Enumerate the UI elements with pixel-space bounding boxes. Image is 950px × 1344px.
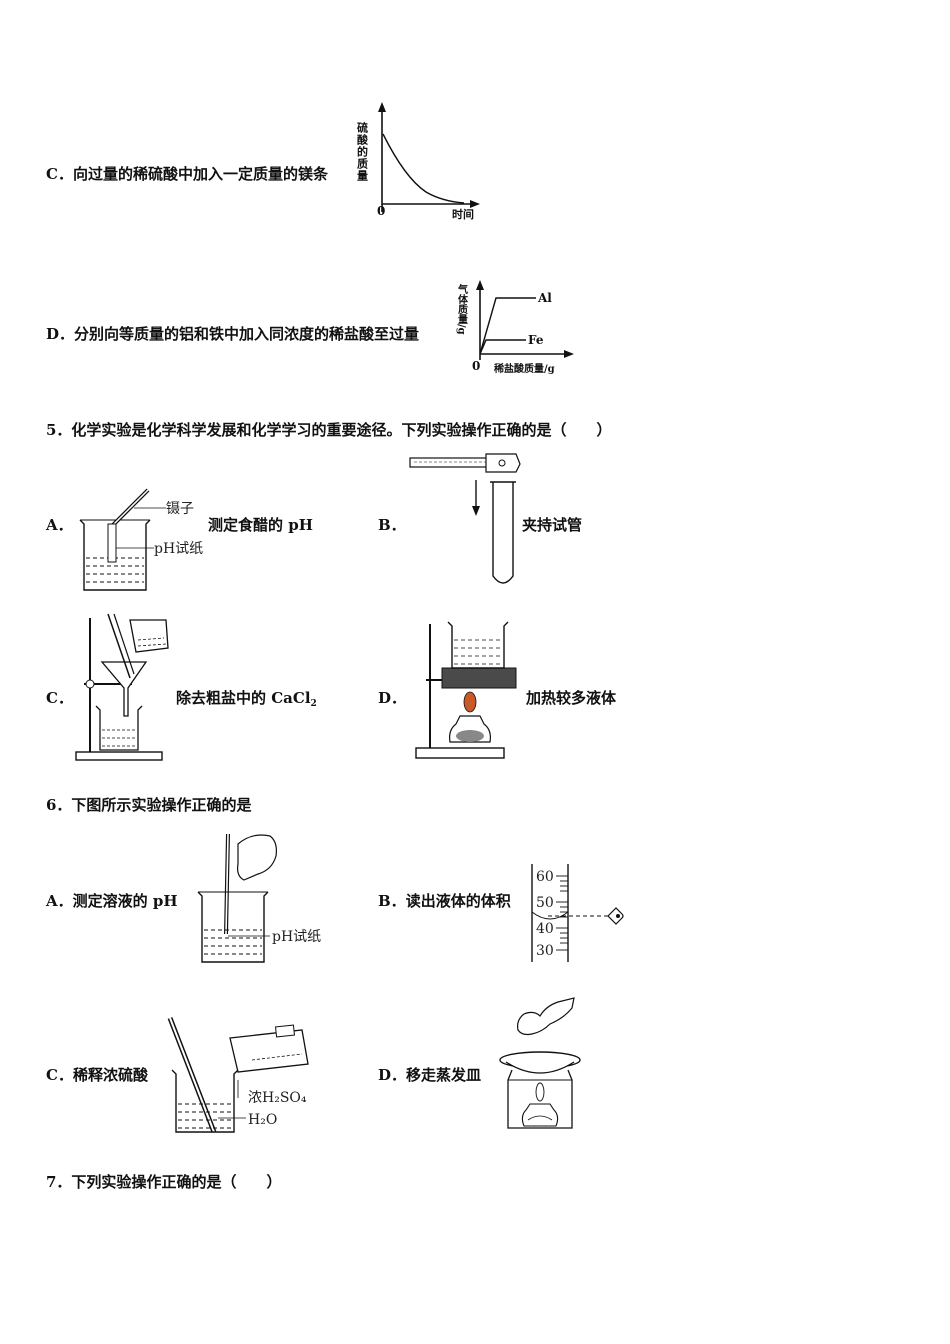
eye-icon (607, 907, 624, 925)
option-letter: C． (46, 165, 73, 183)
beaker (171, 1069, 239, 1133)
q5-stem: 5．化学实验是化学科学发展和化学学习的重要途径。下列实验操作正确的是（ ） (46, 421, 612, 439)
q5-option-d-letter: D． (378, 689, 407, 707)
line-fe (479, 339, 526, 355)
y-axis-label: 硫酸的质量 (356, 121, 369, 182)
receiving-beaker (95, 705, 143, 751)
flame (535, 1082, 545, 1102)
holder-clamp (485, 453, 521, 473)
figure-evaporating-dish (499, 997, 581, 1129)
beaker (447, 621, 509, 669)
y-axis-arrow (476, 280, 484, 290)
q6-option-b: B．读出液体的体积 (378, 892, 511, 910)
q6-stem: 6．下图所示实验操作正确的是 (46, 796, 252, 814)
glass-rod (107, 613, 131, 679)
figure-filtration (75, 613, 169, 761)
x-axis-arrow (564, 350, 574, 358)
ph-paper (107, 523, 117, 563)
pouring-beaker (129, 619, 169, 653)
q5-option-b-text: 夹持试管 (522, 516, 583, 534)
beaker (197, 891, 269, 963)
tag-ph-paper: pH试纸 (272, 929, 321, 945)
option-text: 向过量的稀硫酸中加入一定质量的镁条 (72, 165, 328, 183)
line-al (479, 297, 536, 355)
x-axis-arrow (470, 200, 480, 208)
q5-option-a-letter: A． (46, 516, 73, 534)
holder-handle (409, 457, 499, 468)
chart-gas-mass: 气体质量/g Al Fe 0 稀盐酸质量/g (456, 280, 574, 375)
tick-label-30: 30 (536, 943, 554, 959)
q6-option-c: C．稀释浓硫酸 (46, 1066, 148, 1084)
curve (382, 133, 465, 204)
figure-graduated-cylinder: 60 50 40 30 (531, 864, 624, 962)
y-axis-label: 气体质量/g (456, 283, 469, 335)
figure-ph-test-tweezers: 镊子 pH试纸 (79, 488, 203, 591)
acid-bottle (229, 1029, 309, 1073)
option-text: 分别向等质量的铝和铁中加入同浓度的稀盐酸至过量 (74, 325, 420, 343)
asbestos-net (441, 667, 517, 689)
q5-option-c-letter: C． (46, 689, 73, 707)
meniscus (531, 911, 569, 920)
origin-label: 0 (377, 204, 385, 218)
figure-dilute-acid: 浓H₂SO₄ H₂O (167, 1017, 309, 1133)
test-tube (492, 482, 514, 584)
figure-heating-beaker (415, 621, 517, 759)
beaker (79, 519, 151, 591)
q6-option-a: A．测定溶液的 pH (46, 892, 178, 910)
iron-ring-stand (507, 1069, 573, 1129)
chart-sulfuric-acid-mass: 硫酸的质量 0 时间 (356, 102, 480, 221)
q5-option-b-letter: B． (378, 516, 406, 534)
tick-label-40: 40 (536, 921, 554, 937)
origin-label: 0 (472, 359, 480, 373)
option-letter: D． (46, 325, 75, 343)
stand-base (75, 751, 163, 761)
q6-option-d: D．移走蒸发皿 (378, 1066, 482, 1084)
y-axis-arrow (378, 102, 386, 112)
funnel (100, 661, 148, 717)
hand (517, 997, 575, 1036)
stand-base (415, 747, 505, 759)
q5-option-c-text: 除去粗盐中的 CaCl2 (176, 689, 317, 709)
q4-option-c: C．向过量的稀硫酸中加入一定质量的镁条 (46, 165, 328, 183)
tag-water: H₂O (248, 1112, 277, 1128)
q5-option-a-text: 测定食醋的 pH (208, 516, 313, 534)
q5-option-d-text: 加热较多液体 (526, 689, 617, 707)
tick-label-60: 60 (536, 869, 554, 885)
tag-ph-paper: pH试纸 (154, 541, 203, 557)
figure-test-tube-holder (409, 453, 521, 584)
q7-stem: 7．下列实验操作正确的是（ ） (46, 1173, 282, 1191)
flame (463, 691, 477, 713)
x-axis-label: 稀盐酸质量/g (494, 362, 555, 375)
x-axis-label: 时间 (452, 207, 474, 221)
label-fe: Fe (528, 333, 544, 347)
alcohol-lamp (521, 1103, 559, 1127)
label-al: Al (537, 291, 552, 305)
tag-tweezers: 镊子 (166, 501, 194, 517)
tick-label-50: 50 (536, 895, 554, 911)
tag-conc-acid: 浓H₂SO₄ (248, 1090, 307, 1106)
figure-ph-dip: pH试纸 (197, 833, 321, 963)
q4-option-d: D．分别向等质量的铝和铁中加入同浓度的稀盐酸至过量 (46, 325, 419, 343)
hand (237, 834, 277, 881)
